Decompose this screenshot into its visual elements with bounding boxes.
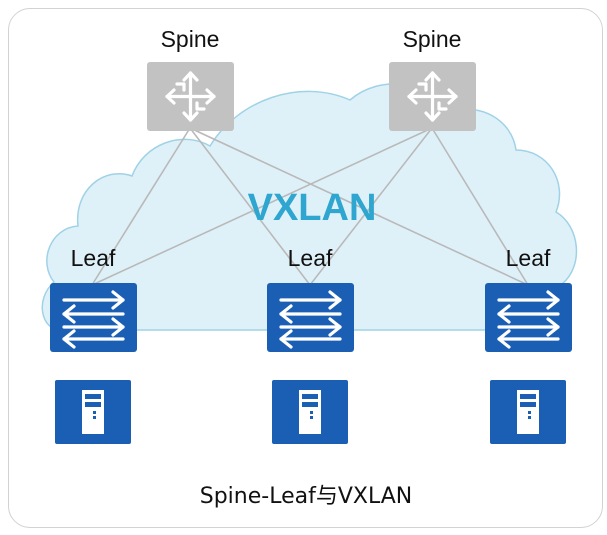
leaf-label-middle: Leaf <box>288 245 333 271</box>
spine-switch-left <box>147 62 234 131</box>
spine-label-left: Spine <box>161 26 220 52</box>
leaf-label-left: Leaf <box>71 245 116 271</box>
diagram-caption: Spine-Leaf与VXLAN <box>200 484 412 509</box>
server-left <box>55 380 131 444</box>
link-spine2-leaf3 <box>431 127 529 286</box>
link-spine1-leaf1 <box>91 127 191 286</box>
spine-label-right: Spine <box>403 26 462 52</box>
leaf-switch-middle <box>267 283 354 352</box>
switch-arrows-icon <box>279 290 342 349</box>
vxlan-label: VXLAN <box>248 187 377 229</box>
switch-arrows-icon <box>62 290 125 349</box>
link-spine2-leaf2 <box>309 127 433 286</box>
link-spine1-leaf3 <box>189 127 529 286</box>
server-tower-icon <box>517 390 539 434</box>
router-arrows-icon <box>165 71 216 122</box>
router-arrows-icon <box>407 71 458 122</box>
server-middle <box>272 380 348 444</box>
link-spine2-leaf1 <box>91 127 433 286</box>
leaf-switch-left <box>50 283 137 352</box>
link-spine1-leaf2 <box>189 127 311 286</box>
leaf-label-right: Leaf <box>506 245 551 271</box>
server-tower-icon <box>299 390 321 434</box>
server-tower-icon <box>82 390 104 434</box>
spine-switch-right <box>389 62 476 131</box>
leaf-switch-right <box>485 283 572 352</box>
switch-arrows-icon <box>497 290 560 349</box>
fabric-links <box>91 127 529 286</box>
server-right <box>490 380 566 444</box>
